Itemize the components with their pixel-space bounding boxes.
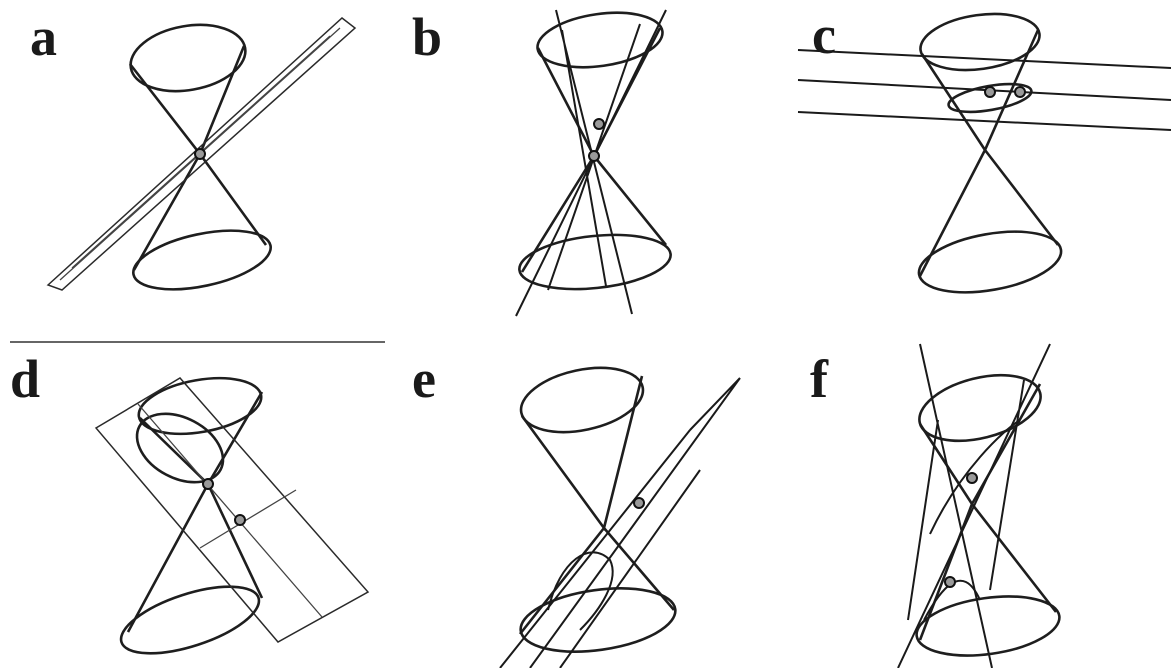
panel-a-bottom-ellipse (132, 229, 272, 291)
panel-f-point (944, 576, 956, 588)
panel-c-bottom-cone (918, 149, 1060, 277)
panel-c-bottom-ellipse (917, 230, 1063, 294)
panel-c-diagram (797, 12, 1171, 294)
panel-a-diagram (46, 17, 357, 291)
panel-b-top-cone (536, 27, 662, 159)
panel-b-point (593, 118, 605, 130)
panel-c-point-2 (1014, 86, 1026, 98)
panel-c-section-ellipse (947, 82, 1033, 114)
panel-a-bottom-cone (132, 153, 268, 271)
panel-d-point (234, 514, 246, 526)
panel-a-cutting-plane (46, 17, 357, 291)
panel-label-d: d (10, 349, 41, 409)
panel-d-bottom-ellipse (119, 585, 261, 655)
panel-c-point-1 (984, 86, 996, 98)
panel-a-top-cone (128, 45, 246, 157)
panel-f-bottom-cone (918, 503, 1058, 641)
panel-b-diagram (515, 9, 672, 317)
panel-f-top-ellipse (918, 373, 1042, 443)
panel-e-top-cone (520, 375, 644, 532)
panel-c-top-ellipse (919, 12, 1041, 72)
panel-label-a: a (30, 7, 57, 67)
panel-d-cutting-plane (94, 377, 370, 643)
panel-f-bottom-ellipse (915, 595, 1061, 657)
panel-f-vertex (966, 472, 978, 484)
panel-d-vertex (202, 478, 214, 490)
panel-b-top-ellipse (536, 11, 664, 69)
panel-e-diagram (499, 366, 741, 668)
panel-label-b: b (412, 7, 443, 67)
panel-e-top-ellipse (519, 366, 645, 434)
panel-b-bottom-cone (520, 155, 668, 273)
panel-b-cross-lines (515, 9, 667, 317)
panel-b-bottom-ellipse (518, 233, 672, 291)
panel-e-bottom-ellipse (519, 587, 677, 653)
panel-f-diagram (897, 343, 1061, 668)
panel-f-cross-lines (897, 343, 1051, 668)
panel-e-cutting-plane (499, 377, 741, 668)
panel-d-diagram (94, 376, 370, 655)
panel-label-e: e (412, 349, 436, 409)
panel-e-bottom-cone (518, 527, 675, 635)
panel-d-bottom-cone (126, 483, 264, 633)
panel-label-f: f (810, 349, 828, 409)
panel-d-plane-lines (137, 403, 323, 618)
panel-e-section-curve (547, 551, 614, 631)
panel-e-point (633, 497, 645, 509)
panel-a-top-ellipse (129, 23, 247, 93)
panel-a-vertex (194, 148, 206, 160)
panel-label-c: c (812, 5, 836, 65)
panel-d-section-ellipse (135, 412, 225, 484)
panel-b-vertex (588, 150, 600, 162)
